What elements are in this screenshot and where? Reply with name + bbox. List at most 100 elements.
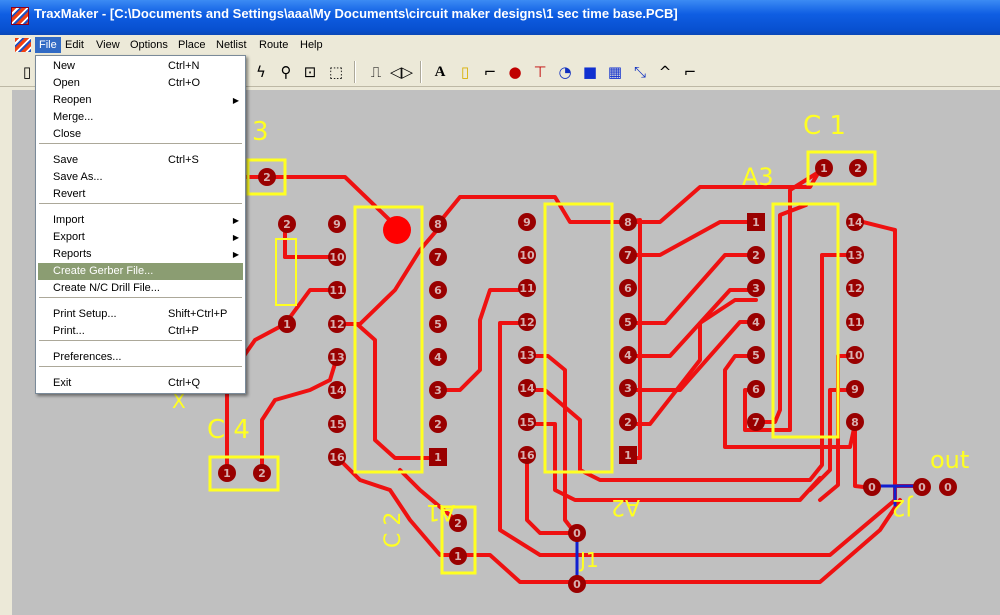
- trace-icon[interactable]: ⌐: [683, 63, 697, 81]
- menu-item-label: Reports: [53, 248, 92, 260]
- pad-number: 10: [519, 249, 535, 262]
- place-text-icon[interactable]: A: [434, 64, 446, 80]
- menu-item-label: Reopen: [53, 94, 92, 106]
- menu-view[interactable]: View: [96, 39, 120, 51]
- zoom-fit-icon[interactable]: ⊡: [303, 63, 317, 81]
- menu-item-revert[interactable]: Revert: [38, 186, 243, 203]
- menu-place[interactable]: Place: [178, 39, 206, 51]
- menu-item-label: Create N/C Drill File...: [53, 282, 160, 294]
- pad-number: 2: [624, 416, 632, 429]
- pad-number: 6: [752, 383, 760, 396]
- round-pad: [449, 514, 467, 532]
- pad-number: 7: [434, 251, 442, 264]
- pcb-pad: 5: [747, 346, 765, 364]
- place-polygon-icon[interactable]: ▦: [607, 63, 623, 81]
- menu-file[interactable]: File: [35, 37, 61, 53]
- pcb-pad: 16: [518, 446, 536, 464]
- label-j1: J1: [578, 548, 599, 572]
- menu-item-save-as[interactable]: Save As...: [38, 169, 243, 186]
- pad-number: 8: [434, 218, 442, 231]
- round-pad: [518, 279, 536, 297]
- route-icon[interactable]: ⤡: [633, 63, 646, 81]
- menu-help[interactable]: Help: [300, 39, 323, 51]
- pcb-track: [260, 355, 339, 475]
- new-file-icon[interactable]: ▯: [22, 63, 32, 81]
- pad-number: 1: [624, 449, 632, 462]
- place-track-icon[interactable]: ⌐: [483, 63, 497, 81]
- menu-edit[interactable]: Edit: [65, 39, 84, 51]
- pad-number: 0: [573, 527, 581, 540]
- pcb-track: [626, 253, 758, 325]
- menu-options[interactable]: Options: [130, 39, 168, 51]
- menu-item-print[interactable]: Print... Ctrl+P: [38, 323, 243, 340]
- pad-number: 1: [820, 162, 828, 175]
- pcb-pad: 2: [619, 413, 637, 431]
- submenu-arrow-icon: ▶: [232, 96, 239, 105]
- pad-number: 14: [847, 216, 863, 229]
- angle-icon[interactable]: ^: [658, 63, 672, 81]
- round-pad: [518, 213, 536, 231]
- flip-icon[interactable]: ◁▷: [390, 63, 414, 81]
- pcb-pad: 14: [328, 381, 346, 399]
- label-c2: C 2: [381, 512, 406, 548]
- pcb-pad: 4: [429, 348, 447, 366]
- pad-number: 10: [329, 251, 345, 264]
- menu-item-create-gerber-file[interactable]: Create Gerber File...: [38, 263, 243, 280]
- pad-number: 0: [868, 481, 876, 494]
- pcb-track: [525, 422, 822, 502]
- place-fill-icon[interactable]: ■: [582, 63, 598, 81]
- menu-item-label: Print...: [53, 325, 85, 337]
- menu-item-shortcut: Ctrl+P: [168, 325, 199, 337]
- pad-number: 11: [519, 282, 534, 295]
- label-c1: C 1: [803, 111, 846, 141]
- zoom-icon[interactable]: ⚲: [280, 63, 292, 81]
- menu-netlist[interactable]: Netlist: [216, 39, 247, 51]
- pcb-pad: 2: [278, 215, 296, 233]
- menu-item-export[interactable]: Export▶: [38, 229, 243, 246]
- pcb-pad: 8: [429, 215, 447, 233]
- round-pad: [518, 413, 536, 431]
- menu-item-close[interactable]: Close: [38, 126, 243, 143]
- menu-route[interactable]: Route: [259, 39, 289, 51]
- pcb-track: [754, 203, 808, 424]
- menu-item-import[interactable]: Import▶: [38, 212, 243, 229]
- menu-item-label: Revert: [53, 188, 86, 200]
- place-arc-icon[interactable]: ◔: [558, 63, 572, 81]
- menu-item-merge[interactable]: Merge...: [38, 109, 243, 126]
- round-pad: [328, 348, 346, 366]
- round-pad: [747, 413, 765, 431]
- round-pad: [939, 478, 957, 496]
- pad-number: 13: [847, 249, 862, 262]
- menu-item-reopen[interactable]: Reopen ▶: [38, 92, 243, 109]
- pcb-pad: 15: [518, 413, 536, 431]
- menu-item-preferences[interactable]: Preferences...: [38, 349, 243, 366]
- pcb-pad: 14: [846, 213, 864, 231]
- pcb-pad: 2: [429, 415, 447, 433]
- place-via-icon[interactable]: ●: [508, 63, 522, 81]
- document-menu-icon[interactable]: [15, 38, 31, 52]
- pcb-pad: 9: [846, 380, 864, 398]
- place-component-icon[interactable]: ⊤: [533, 63, 547, 81]
- menu-item-print-setup[interactable]: Print Setup...Shift+Ctrl+P: [38, 306, 243, 323]
- submenu-arrow-icon: ▶: [232, 250, 239, 259]
- lightning-icon[interactable]: ϟ: [256, 63, 266, 81]
- align-icon[interactable]: ⎍: [370, 63, 382, 81]
- place-pad-icon[interactable]: ▯: [460, 63, 470, 81]
- round-pad: [449, 547, 467, 565]
- pcb-track: [498, 218, 897, 557]
- menu-item-shortcut: Ctrl+Q: [168, 377, 201, 389]
- pcb-track: [525, 253, 857, 482]
- pcb-pad: 2: [747, 246, 765, 264]
- round-pad: [846, 246, 864, 264]
- menu-item-reports[interactable]: Reports ▶: [38, 246, 243, 263]
- zoom-area-icon[interactable]: ⬚: [328, 63, 344, 81]
- pcb-pad: 1: [619, 446, 637, 464]
- round-pad: [846, 313, 864, 331]
- menu-item-create-n-c-drill-file[interactable]: Create N/C Drill File...: [38, 280, 243, 297]
